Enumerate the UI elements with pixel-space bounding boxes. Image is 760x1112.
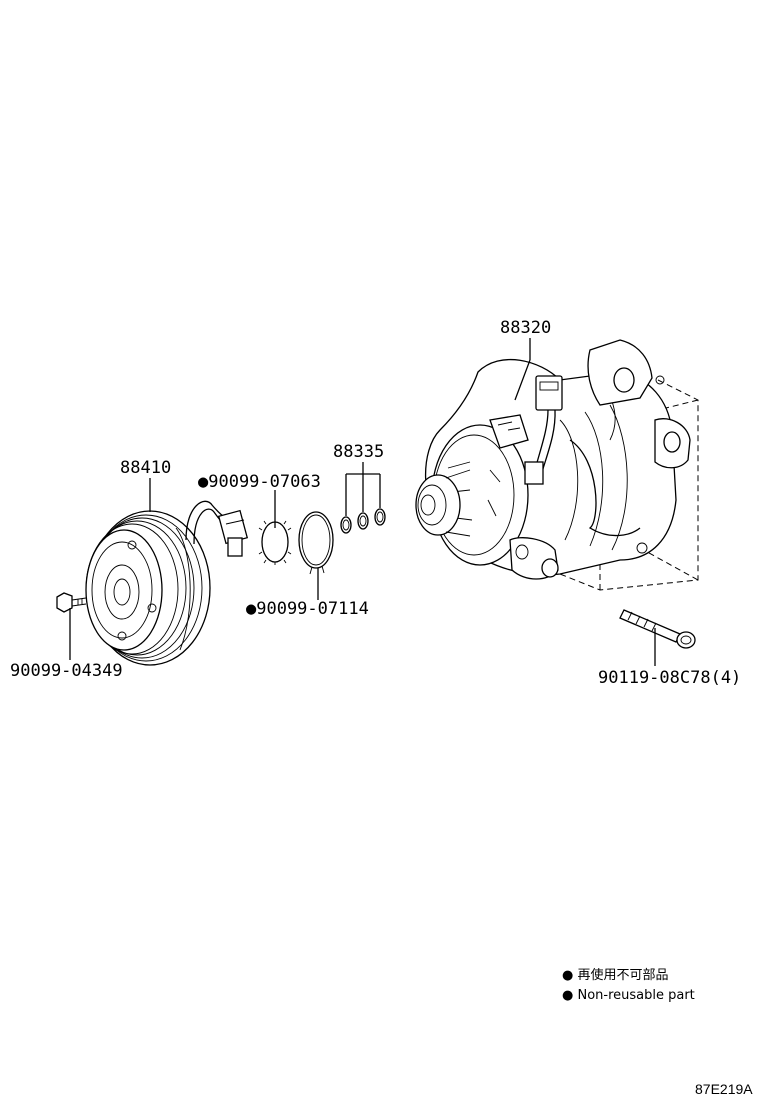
mount-bolt-drawing (619, 609, 696, 649)
legend-non-reusable-jp: ● 再使用不可部品 (562, 967, 668, 983)
label-compressor: 88320 (500, 318, 551, 338)
label-snap-ring-bottom: ●90099-07114 (246, 599, 369, 619)
label-o-rings: 88335 (333, 442, 384, 462)
clutch-pulley-drawing (85, 510, 211, 666)
snap-ring-bottom-drawing (298, 511, 334, 575)
leader-lines (69, 338, 656, 666)
label-clutch-assy: 88410 (120, 458, 171, 478)
clutch-wire-connector (185, 500, 249, 557)
figure-code: 87E219A (695, 1081, 753, 1097)
label-mount-bolt: 90119-08C78(4) (598, 668, 741, 688)
compressor-drawing (415, 339, 699, 591)
label-snap-ring-top: ●90099-07063 (198, 472, 321, 492)
label-clutch-bolt: 90099-04349 (10, 661, 123, 681)
o-rings-drawing (340, 508, 386, 534)
legend-non-reusable-en: ● Non-reusable part (562, 988, 695, 1003)
clutch-bolt-drawing (56, 592, 87, 613)
